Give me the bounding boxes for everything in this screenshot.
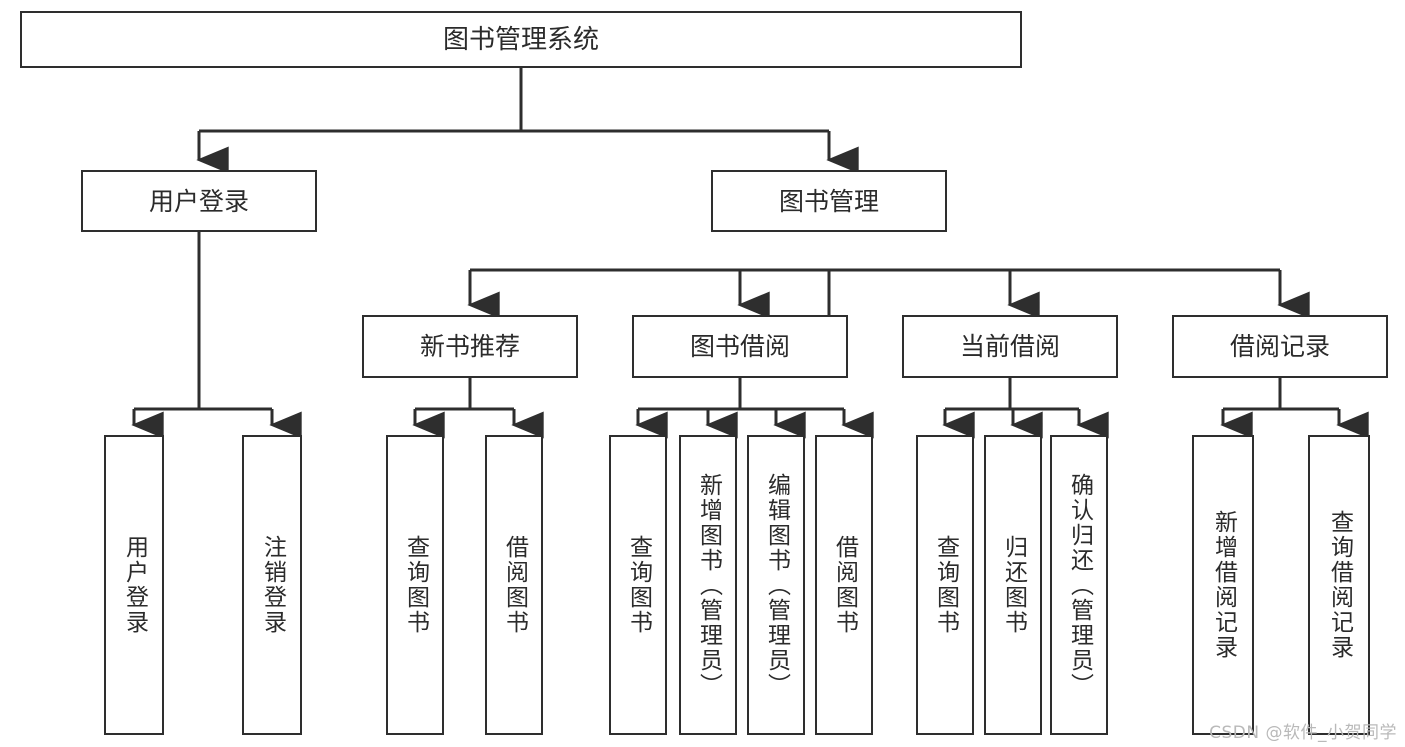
node-leaf-user-login[interactable]: 用户登录 <box>104 435 164 735</box>
node-leaf-query-book-rec-label: 查询图书 <box>402 535 429 635</box>
edge-group-user-login <box>131 232 302 439</box>
node-leaf-confirm-return-label: 确认归还（管理员） <box>1066 473 1093 698</box>
edge-group-current-borrow <box>942 378 1109 439</box>
watermark: CSDN @软件_小贺同学 <box>1209 723 1397 743</box>
node-leaf-query-record-label: 查询借阅记录 <box>1326 510 1353 660</box>
node-current-borrow-label: 当前借阅 <box>959 332 1060 361</box>
node-leaf-user-login-label: 用户登录 <box>121 535 148 635</box>
node-leaf-return-book[interactable]: 归还图书 <box>984 435 1042 735</box>
node-leaf-query-book-cur-label: 查询图书 <box>932 535 959 635</box>
node-leaf-confirm-return[interactable]: 确认归还（管理员） <box>1050 435 1108 735</box>
node-leaf-user-logout[interactable]: 注销登录 <box>242 435 302 735</box>
node-borrow-record[interactable]: 借阅记录 <box>1172 315 1388 378</box>
node-book-borrow[interactable]: 图书借阅 <box>632 315 848 378</box>
edge-group-book-borrow <box>635 378 874 439</box>
node-user-login-label: 用户登录 <box>148 186 249 216</box>
node-new-book-rec[interactable]: 新书推荐 <box>362 315 578 378</box>
node-leaf-query-book-rec[interactable]: 查询图书 <box>386 435 444 735</box>
node-leaf-query-book-cur[interactable]: 查询图书 <box>916 435 974 735</box>
edge-group-borrow-record <box>1220 378 1369 439</box>
node-root[interactable]: 图书管理系统 <box>20 11 1022 68</box>
node-leaf-borrow-book-label: 借阅图书 <box>831 535 858 635</box>
node-leaf-query-book[interactable]: 查询图书 <box>609 435 667 735</box>
node-leaf-borrow-book-rec-label: 借阅图书 <box>501 535 528 635</box>
node-user-login[interactable]: 用户登录 <box>81 170 317 232</box>
node-leaf-add-book-label: 新增图书（管理员） <box>695 473 722 698</box>
node-leaf-borrow-book-rec[interactable]: 借阅图书 <box>485 435 543 735</box>
node-leaf-add-book[interactable]: 新增图书（管理员） <box>679 435 737 735</box>
edge-group-book-manage <box>467 268 1310 378</box>
node-book-manage-label: 图书管理 <box>778 186 879 216</box>
edge-group-root <box>196 68 859 174</box>
node-leaf-user-logout-label: 注销登录 <box>259 535 286 635</box>
node-leaf-add-record-label: 新增借阅记录 <box>1210 510 1237 660</box>
node-leaf-edit-book[interactable]: 编辑图书（管理员） <box>747 435 805 735</box>
node-leaf-query-record[interactable]: 查询借阅记录 <box>1308 435 1370 735</box>
node-book-borrow-label: 图书借阅 <box>689 332 790 361</box>
node-leaf-return-book-label: 归还图书 <box>1000 535 1027 635</box>
node-new-book-rec-label: 新书推荐 <box>419 332 520 361</box>
edge-group-new-book-rec <box>412 378 544 439</box>
node-root-label: 图书管理系统 <box>442 24 599 55</box>
node-leaf-add-record[interactable]: 新增借阅记录 <box>1192 435 1254 735</box>
node-borrow-record-label: 借阅记录 <box>1229 332 1330 361</box>
node-leaf-query-book-label: 查询图书 <box>625 535 652 635</box>
node-book-manage[interactable]: 图书管理 <box>711 170 947 232</box>
node-leaf-edit-book-label: 编辑图书（管理员） <box>763 473 790 698</box>
node-current-borrow[interactable]: 当前借阅 <box>902 315 1118 378</box>
node-leaf-borrow-book[interactable]: 借阅图书 <box>815 435 873 735</box>
